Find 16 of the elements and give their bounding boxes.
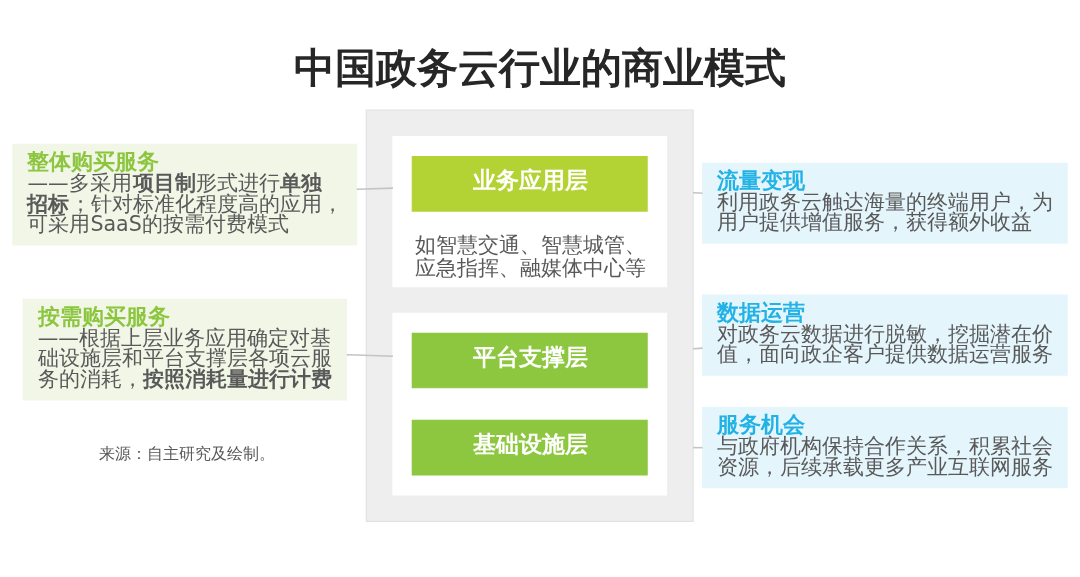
connector [692, 191, 704, 195]
node-box: 基础设施层 [411, 419, 648, 476]
node-box: 服务机会 与政府机构保持合作关系，积累社会资源，后续承载更多产业互联网服务 [702, 407, 1068, 489]
node-box: 平台支撑层 [411, 332, 648, 389]
node-box: 按需购买服务 ——根据上层业务应用确定对基础设施层和平台支撑层各项云服务的消耗，按照消耗量进行计费 [22, 298, 347, 401]
connector [355, 187, 394, 191]
node-box: 业务应用层 [411, 155, 648, 212]
node-box: 流量变现 利用政务云触达海量的终端用户，为用户提供增值服务，获得额外收益 [702, 162, 1068, 244]
connector [692, 347, 704, 350]
cluster [392, 312, 668, 496]
label: 来源：自主研究及绘制。 [99, 444, 276, 464]
node-box: 整体购买服务 ——多采用项目制形式进行单独招标；针对标准化程度高的应用，可采用SaaS的按需付费模式 [12, 143, 358, 246]
diagram-title: 中国政务云行业的商业模式 [294, 44, 787, 93]
connector [345, 353, 394, 357]
cluster [365, 109, 694, 523]
node-box: 数据运营 对政务云数据进行脱敏，挖掘潜在价值，面向政企客户提供数据运营服务 [702, 294, 1068, 376]
